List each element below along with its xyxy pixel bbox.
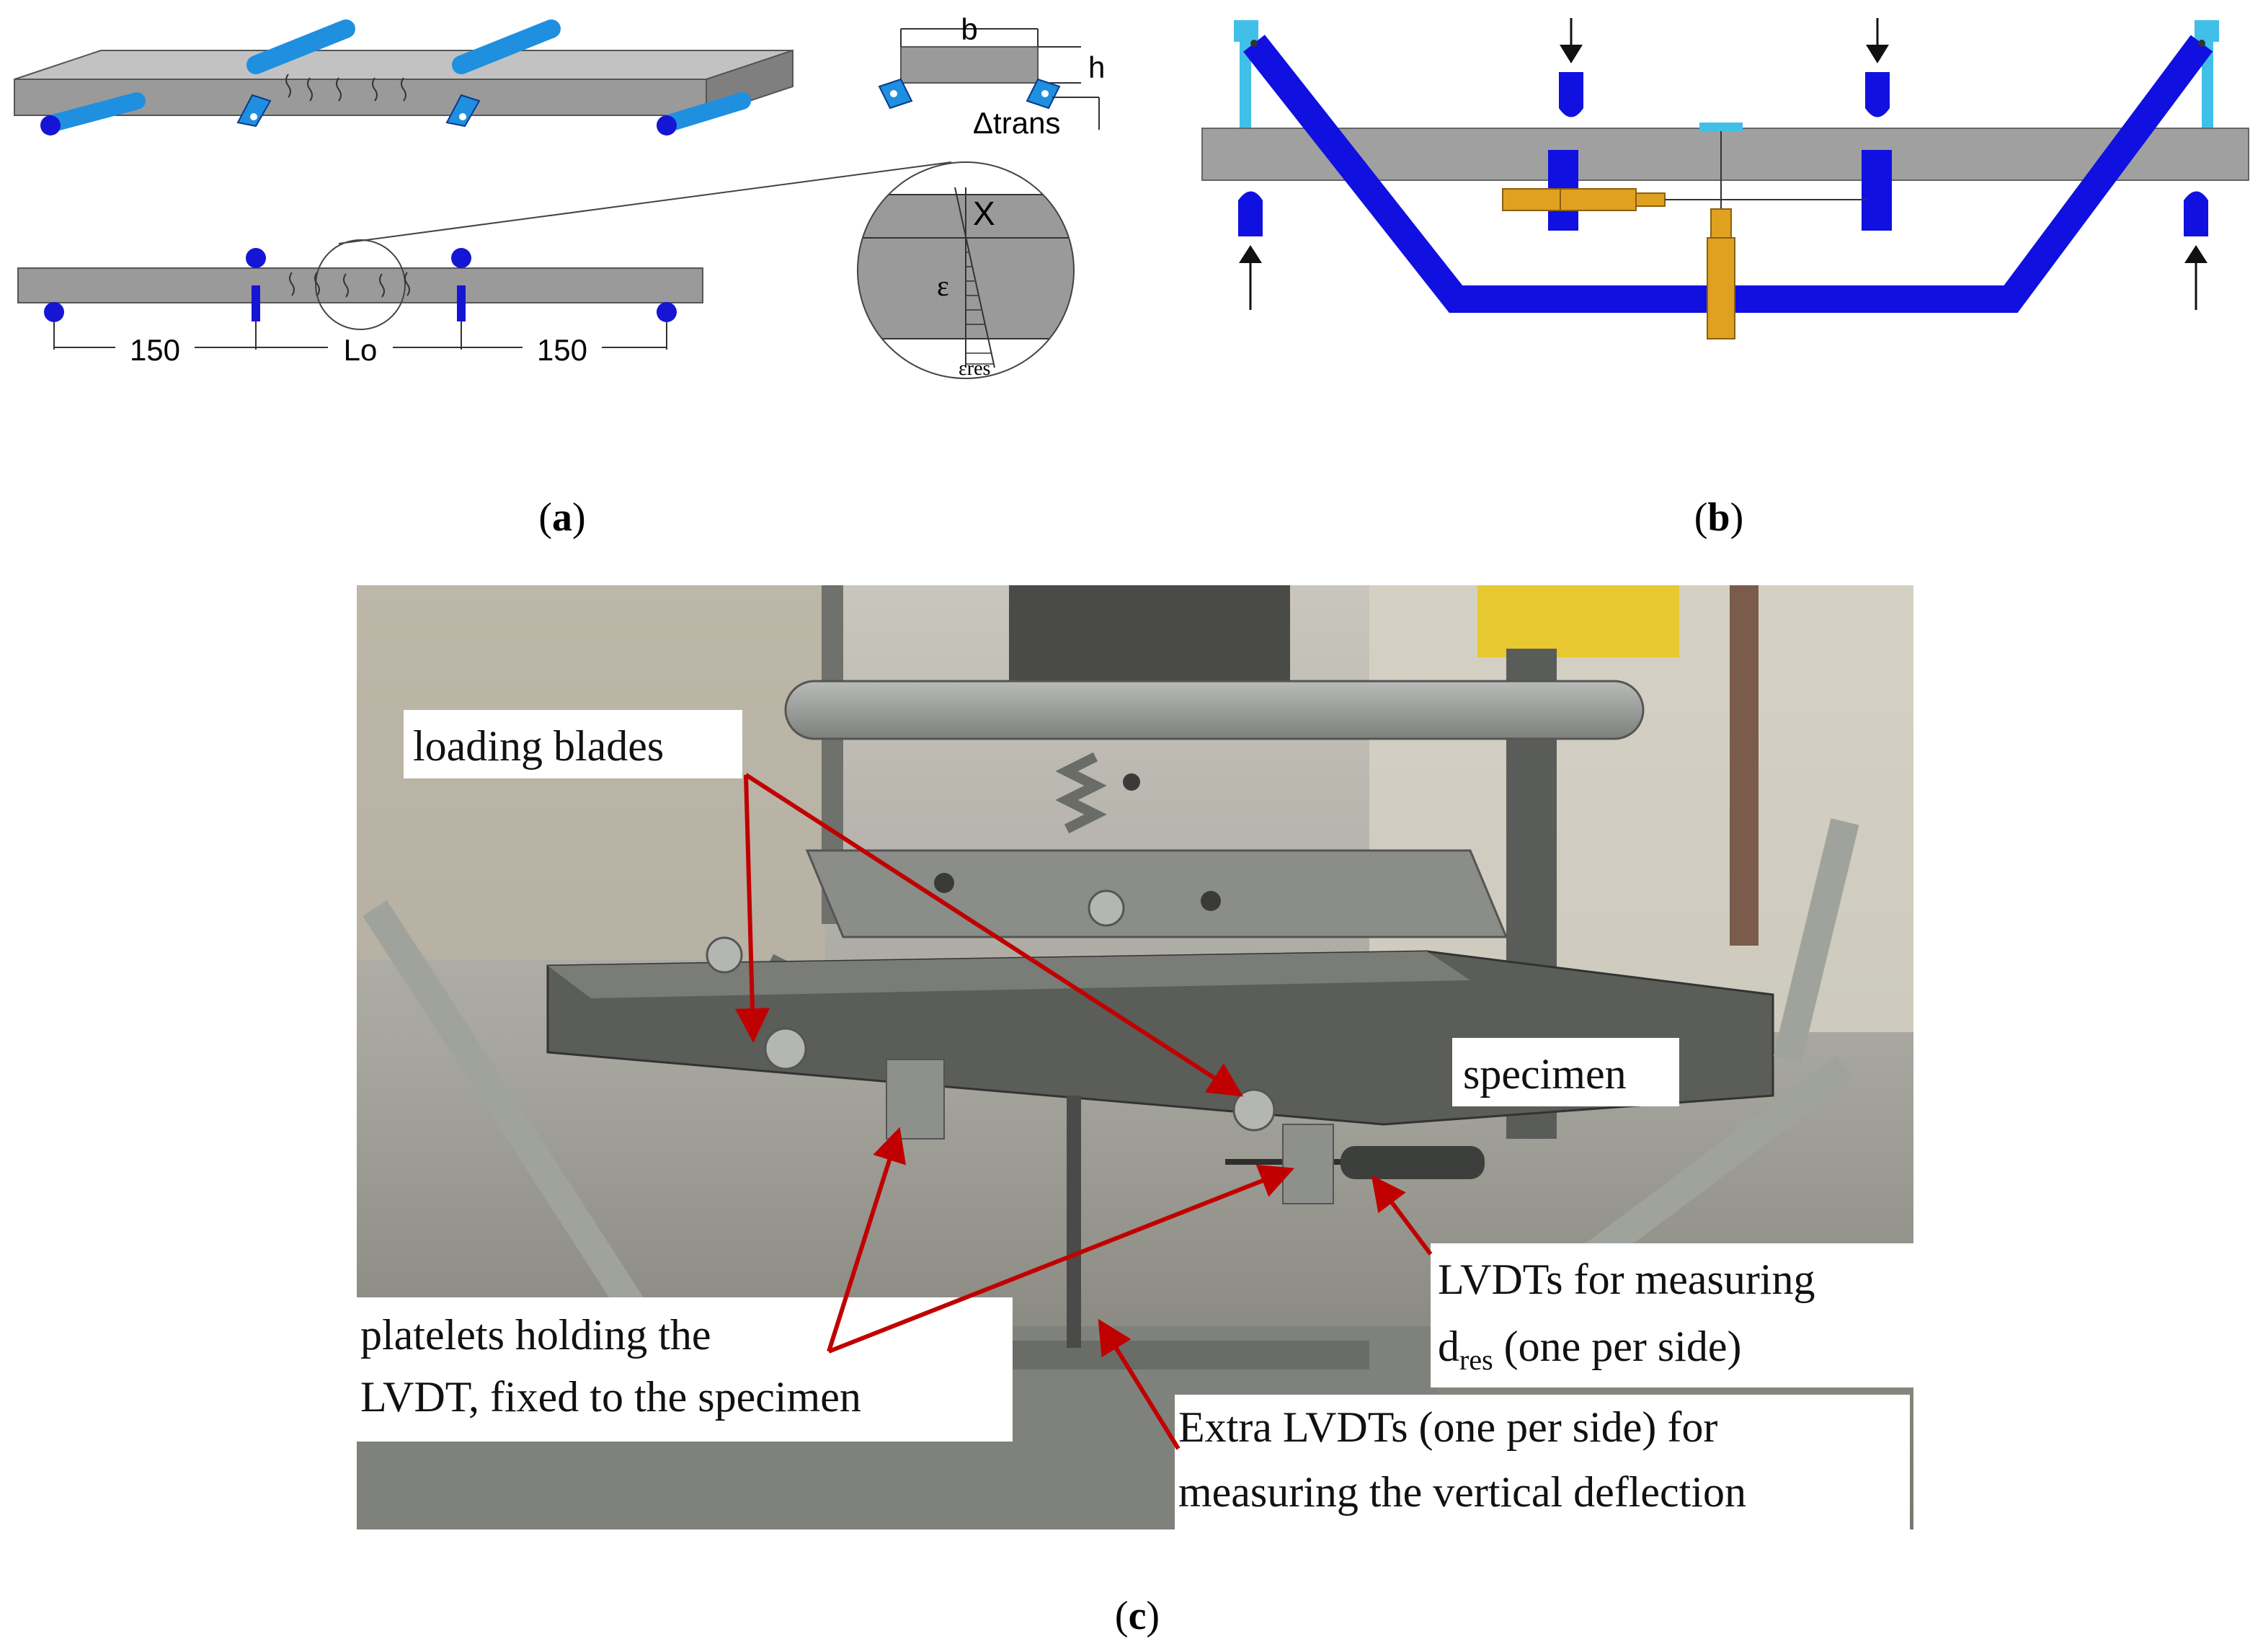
arrow-lvdt-dres bbox=[1371, 1175, 1433, 1256]
bottom-roller-left bbox=[42, 92, 146, 133]
arrow-platelet-left bbox=[827, 1127, 907, 1352]
panel-c-label: (c) bbox=[1115, 1594, 1160, 1638]
panel-b: (b) bbox=[1201, 18, 2249, 540]
load-points bbox=[1559, 18, 1890, 117]
arrow-blade-left bbox=[735, 774, 770, 1043]
vertical-lvdt bbox=[1699, 123, 1743, 339]
test-beam bbox=[1201, 128, 2249, 181]
detail-eps-res-label: εres bbox=[959, 358, 990, 380]
panel-c: loading blades specimen LVDTs for measur… bbox=[357, 585, 1913, 1638]
panel-a-label: (a) bbox=[538, 495, 585, 540]
section-b-label: b bbox=[961, 12, 977, 46]
panel-b-label: (b) bbox=[1694, 495, 1743, 540]
panel-a: b h Δtrans bbox=[14, 12, 1105, 540]
dim-left-label: 150 bbox=[130, 333, 180, 367]
top-roller-left bbox=[246, 19, 355, 74]
section-h-label: h bbox=[1088, 50, 1105, 84]
dim-mid-label: Lo bbox=[344, 333, 378, 367]
lvdt-dres-sub: res bbox=[1459, 1344, 1493, 1376]
lvdt-dres-label-line2: dres (one per side) bbox=[1438, 1323, 1742, 1376]
lvdt-dres-label-line1: LVDTs for measuring bbox=[1438, 1256, 1815, 1303]
detail-eps-label: ε bbox=[937, 270, 949, 302]
arrow-extra-lvdt bbox=[1098, 1318, 1181, 1450]
top-roller-right bbox=[452, 19, 561, 74]
support-points bbox=[1238, 191, 2208, 310]
horizontal-lvdt bbox=[1502, 188, 1867, 211]
arrow-blade-right bbox=[744, 773, 1244, 1097]
extra-lvdt-label-line2: measuring the vertical deflection bbox=[1178, 1468, 1746, 1516]
loading-blades-label: loading blades bbox=[413, 722, 664, 770]
platelets-label-line2: LVDT, fixed to the specimen bbox=[360, 1373, 861, 1421]
annotation-boxes bbox=[357, 710, 1913, 1532]
section-delta-label: Δtrans bbox=[973, 106, 1060, 140]
rollers-3d bbox=[40, 19, 751, 136]
strain-detail: X ε εres bbox=[857, 161, 1075, 380]
arrow-platelet-right bbox=[827, 1164, 1295, 1354]
lvdt-dres-rest: (one per side) bbox=[1493, 1323, 1742, 1370]
lvdt-dres-d: d bbox=[1438, 1323, 1459, 1370]
bottom-roller-right bbox=[658, 92, 751, 133]
detail-x-label: X bbox=[973, 195, 995, 232]
annotation-arrows bbox=[735, 773, 1433, 1450]
specimen-label: specimen bbox=[1463, 1050, 1627, 1098]
dim-right-label: 150 bbox=[537, 333, 587, 367]
beam-2d: 150 Lo 150 bbox=[17, 161, 952, 367]
extra-lvdt-label-line1: Extra LVDTs (one per side) for bbox=[1178, 1403, 1717, 1451]
cross-section: b h Δtrans bbox=[878, 12, 1105, 140]
platelets-label-line1: platelets holding the bbox=[360, 1311, 711, 1359]
